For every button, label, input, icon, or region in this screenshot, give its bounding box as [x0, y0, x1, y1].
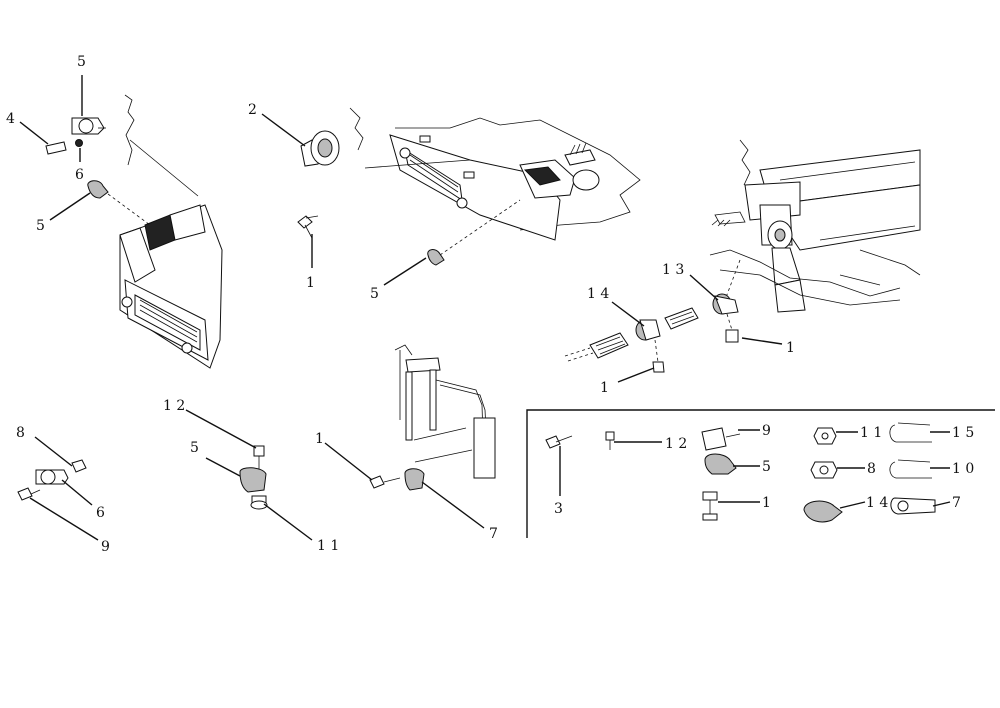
leader-lines: [19, 75, 951, 541]
callout-1-hose-left: 1: [600, 380, 609, 396]
callout-1-hose-right: 1: [786, 340, 795, 356]
callout-5-top: 5: [77, 54, 86, 70]
callout-1-horn: 1: [306, 275, 315, 291]
callout-6: 6: [75, 167, 84, 183]
clamp-stack-center: [239, 445, 268, 510]
callout-4: 4: [6, 111, 15, 127]
kit-callout-9: 9: [762, 423, 771, 439]
kit-callout-15: 1 5: [952, 425, 974, 441]
callout-labels: 5 4 6 5 2 1 5 1 3 1 4 1 1 1 2 5 1 1 8 6 …: [6, 54, 974, 555]
callout-7-frame: 7: [489, 526, 498, 542]
frame-cylinder-assembly: [709, 139, 921, 313]
hose-clamp-assembly: [564, 293, 739, 373]
callout-1-frame: 1: [315, 431, 324, 447]
callout-9: 9: [101, 539, 110, 555]
front-panel-assembly-left: [45, 94, 223, 369]
clamp-kit-left: [17, 459, 87, 501]
kit-callout-12: 1 2: [665, 436, 687, 452]
support-frame-assembly: [369, 344, 496, 491]
front-panel-assembly-center: [349, 107, 641, 266]
kit-callout-10: 1 0: [952, 461, 974, 477]
kit-callout-8: 8: [867, 461, 876, 477]
callout-12: 1 2: [163, 398, 185, 414]
parts-kit-box: [526, 409, 995, 538]
kit-callout-5: 5: [762, 459, 771, 475]
kit-callout-7: 7: [952, 495, 961, 511]
kit-callout-14: 1 4: [866, 495, 888, 511]
callout-13: 1 3: [662, 262, 684, 278]
callout-5-stack: 5: [190, 440, 199, 456]
callout-2: 2: [248, 102, 257, 118]
kit-callout-11: 1 1: [860, 425, 882, 441]
callout-6-bottom: 6: [96, 505, 105, 521]
callout-11: 1 1: [317, 538, 339, 554]
kit-callout-1: 1: [762, 495, 771, 511]
callout-8: 8: [16, 425, 25, 441]
kit-callout-3: 3: [554, 501, 563, 517]
horn-assembly: [297, 130, 340, 239]
callout-14: 1 4: [587, 286, 609, 302]
callout-5-left: 5: [36, 218, 45, 234]
callout-5-center: 5: [370, 286, 379, 302]
